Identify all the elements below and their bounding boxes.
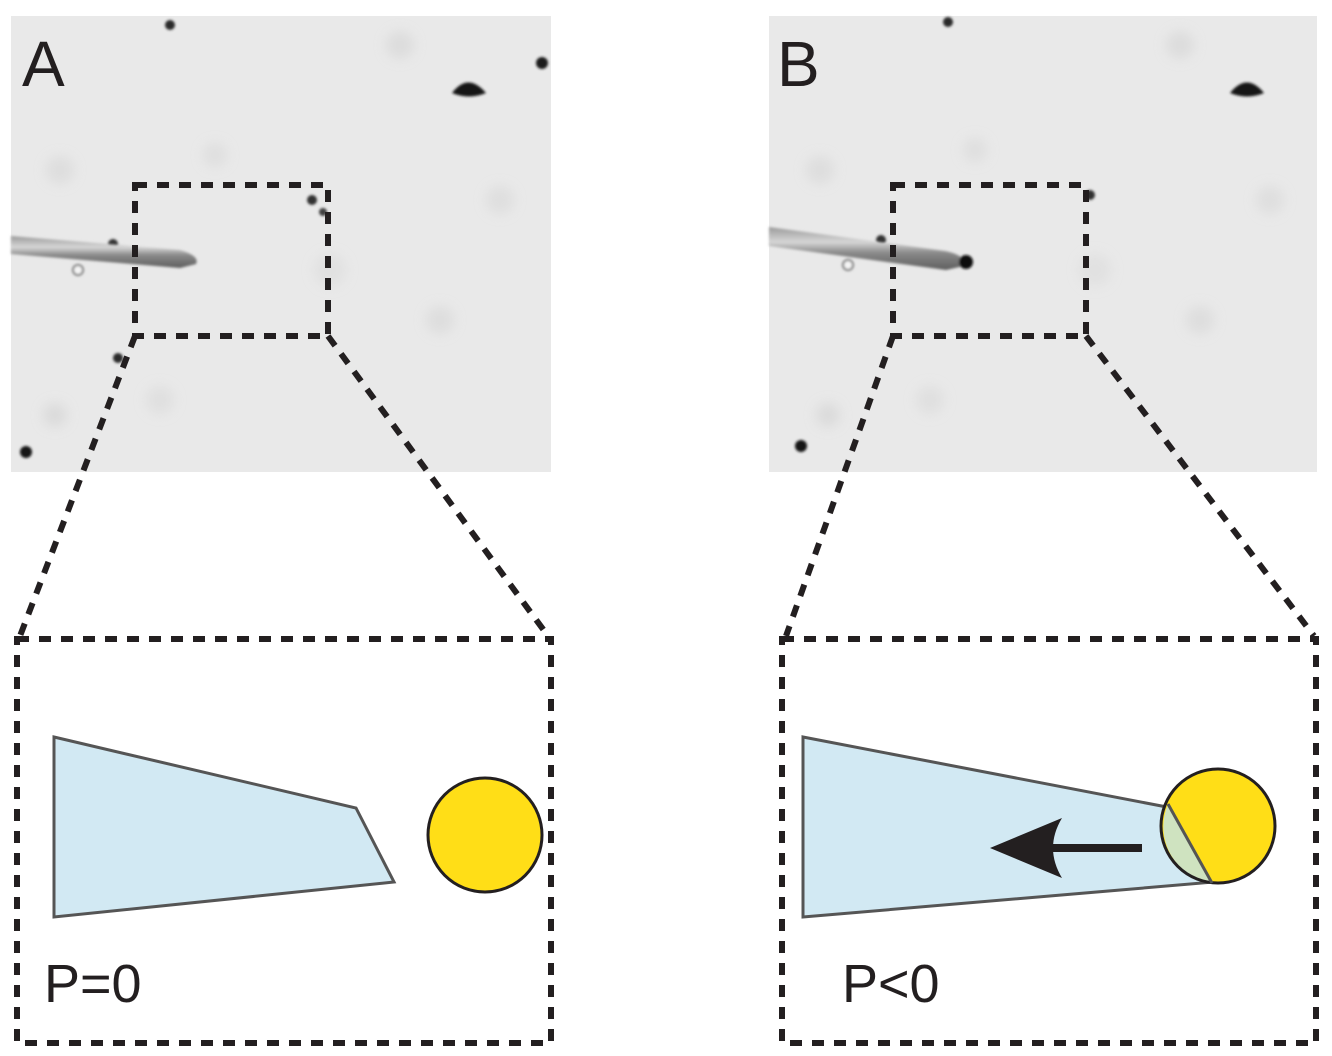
pipette-image-b xyxy=(769,227,973,271)
micrograph-b xyxy=(769,16,1317,472)
schematic-pipette-a xyxy=(52,735,397,919)
pressure-label-b: P<0 xyxy=(842,954,940,1014)
panel-letter-a: A xyxy=(22,28,65,100)
zoom-line-a-left xyxy=(17,334,138,638)
zoom-line-b-left xyxy=(783,334,896,638)
zoom-line-a-right xyxy=(325,334,551,638)
left-arrow-icon xyxy=(990,818,1142,878)
zoom-box-b xyxy=(779,636,1319,1046)
schematic-pipette-b xyxy=(801,735,1217,919)
micrograph-a xyxy=(11,16,551,472)
pressure-label-a: P=0 xyxy=(44,954,142,1014)
bead-b xyxy=(1159,767,1277,885)
bead-a xyxy=(426,776,544,894)
pipette-image-a xyxy=(11,236,197,276)
zoom-region-a xyxy=(132,182,331,339)
panel-letter-b: B xyxy=(777,28,820,100)
zoom-line-b-right xyxy=(1083,334,1317,638)
panel-b: B P<0 xyxy=(769,16,1319,1046)
zoom-box-a xyxy=(14,636,554,1046)
zoom-region-b xyxy=(890,182,1089,339)
panel-a: A P=0 xyxy=(11,16,554,1046)
